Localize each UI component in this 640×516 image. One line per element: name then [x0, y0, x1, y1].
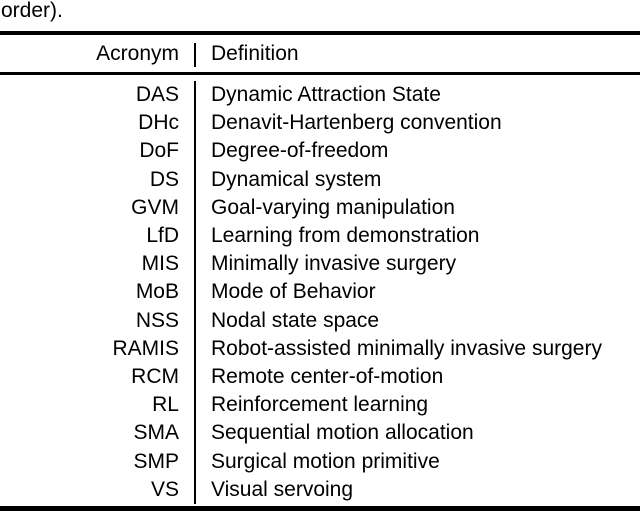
definition-cell: Goal-varying manipulation	[211, 195, 455, 219]
table-body: DAS Dynamic Attraction State DHc Denavit…	[0, 81, 640, 504]
acronym-cell: SMP	[133, 449, 179, 473]
table-row: RCM Remote center-of-motion	[0, 363, 640, 391]
definition-cell: Degree-of-freedom	[211, 139, 389, 163]
acronym-cell: DS	[149, 167, 179, 191]
acronym-cell: NSS	[135, 308, 179, 332]
definition-cell: Visual servoing	[211, 477, 354, 501]
table-row: DS Dynamical system	[0, 166, 640, 194]
definition-cell: Learning from demonstration	[211, 224, 480, 248]
table-row: NSS Nodal state space	[0, 307, 640, 335]
table-row: SMA Sequential motion allocation	[0, 419, 640, 447]
acronym-cell: DHc	[138, 111, 179, 135]
table-row: LfD Learning from demonstration	[0, 222, 640, 250]
definition-cell: Surgical motion primitive	[211, 449, 440, 473]
acronym-cell: LfD	[146, 224, 179, 248]
definition-cell: Reinforcement learning	[211, 393, 429, 417]
definition-cell: Mode of Behavior	[211, 280, 376, 304]
definition-cell: Minimally invasive surgery	[211, 252, 457, 276]
definition-cell: Nodal state space	[211, 308, 380, 332]
definition-cell: Dynamic Attraction State	[211, 83, 441, 107]
definition-cell: Dynamical system	[211, 167, 382, 191]
acronym-cell: RCM	[131, 364, 179, 388]
caption-fragment: order).	[1, 0, 63, 22]
body-column-divider	[194, 81, 197, 504]
table-row: GVM Goal-varying manipulation	[0, 194, 640, 222]
table-row: DAS Dynamic Attraction State	[0, 81, 640, 109]
table-row: RL Reinforcement learning	[0, 391, 640, 419]
definition-cell: Remote center-of-motion	[211, 364, 444, 388]
table-header-rule	[0, 72, 640, 75]
table-header-row: Acronym Definition	[0, 41, 640, 67]
table-row: DHc Denavit-Hartenberg convention	[0, 109, 640, 137]
table-row: RAMIS Robot-assisted minimally invasive …	[0, 335, 640, 363]
header-column-divider	[194, 43, 197, 67]
definition-cell: Sequential motion allocation	[211, 421, 474, 445]
acronym-cell: MoB	[135, 280, 179, 304]
table-top-rule	[0, 31, 640, 35]
acronym-cell: DAS	[135, 83, 179, 107]
table-row: MoB Mode of Behavior	[0, 278, 640, 306]
table-row: MIS Minimally invasive surgery	[0, 250, 640, 278]
table-row: DoF Degree-of-freedom	[0, 137, 640, 165]
definition-column-header: Definition	[211, 42, 299, 65]
acronym-column-header: Acronym	[96, 42, 179, 65]
table-row: VS Visual servoing	[0, 476, 640, 504]
acronym-cell: RL	[152, 393, 179, 417]
acronym-cell: SMA	[133, 421, 179, 445]
table-row: SMP Surgical motion primitive	[0, 447, 640, 475]
acronym-cell: RAMIS	[112, 336, 179, 360]
table-bottom-rule	[0, 506, 640, 511]
definition-cell: Robot-assisted minimally invasive surger…	[211, 336, 602, 360]
definition-cell: Denavit-Hartenberg convention	[211, 111, 502, 135]
acronym-cell: GVM	[131, 195, 179, 219]
acronym-cell: DoF	[139, 139, 179, 163]
acronym-cell: VS	[150, 477, 179, 501]
acronym-cell: MIS	[141, 252, 179, 276]
